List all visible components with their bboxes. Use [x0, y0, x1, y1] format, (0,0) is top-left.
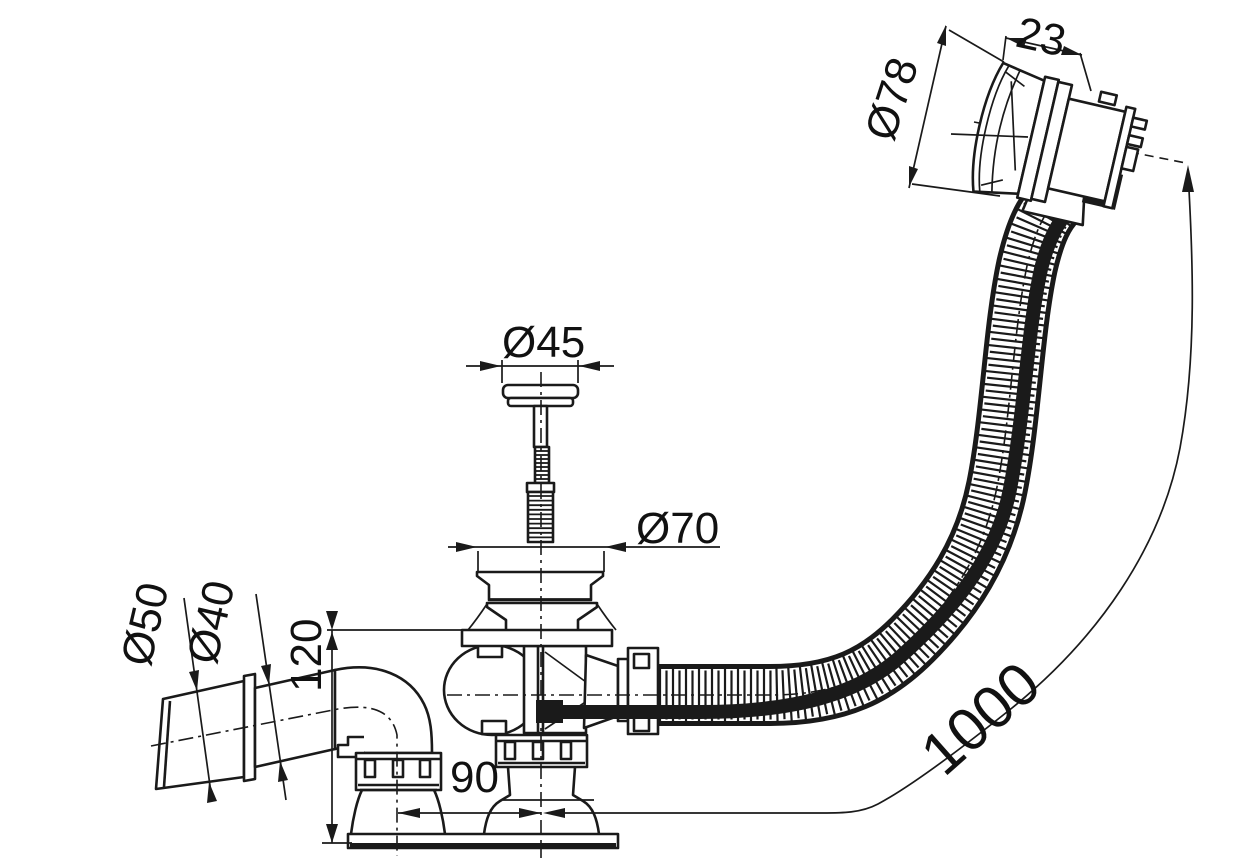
dim-label-outlet-pipe-outer-diameter: Ø50 [112, 578, 178, 670]
sewer-base [346, 733, 620, 850]
hose-connection [582, 646, 660, 736]
stem-ribs [536, 450, 548, 480]
dim-label-waste-flange-diameter: Ø70 [636, 504, 719, 553]
dim-label-outlet-spacing: 90 [450, 753, 499, 802]
dim-label-installation-height: 120 [282, 619, 331, 692]
overflow-head [971, 61, 1149, 227]
dim-label-overflow-cap-width: 23 [1012, 8, 1070, 66]
dimension-lines [183, 25, 1194, 844]
dim-label-outlet-pipe-inner-diameter: Ø40 [178, 576, 244, 668]
dim-label-overflow-cap-diameter: Ø78 [856, 52, 928, 146]
drain-tee-body [442, 642, 588, 737]
ball-tab-lower [480, 719, 508, 736]
dim-label-hose-length: 1000 [908, 649, 1052, 788]
drain-flange-plate [460, 628, 614, 648]
dim-label-plug-diameter: Ø45 [502, 318, 585, 367]
cable-anchor [536, 700, 563, 723]
outlet-elbow-pipe [154, 666, 434, 791]
waste-flange-stack [460, 570, 617, 648]
overflow-cap [971, 61, 1046, 196]
control-cable [536, 201, 1078, 723]
